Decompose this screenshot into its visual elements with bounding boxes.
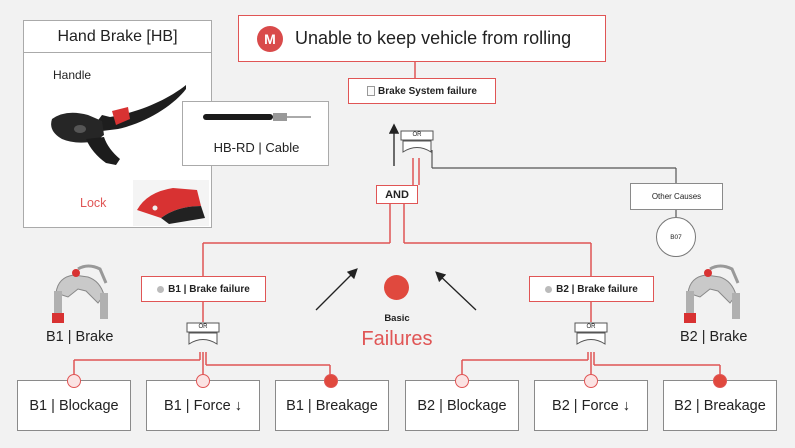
cable-image (203, 113, 311, 121)
or-gate-b2[interactable]: OR (574, 322, 608, 352)
arrow-right-diag (435, 271, 477, 311)
leaf-box[interactable]: B2 | Breakage (663, 380, 777, 431)
maintenance-badge-icon: M (257, 25, 283, 52)
or-gate-b1[interactable]: OR (186, 322, 220, 352)
event-circle-icon (67, 374, 81, 388)
basic-event-circle-icon (713, 374, 727, 388)
failures-label: Failures (361, 328, 433, 350)
event-icon (157, 285, 165, 293)
leaf-box[interactable]: B1 | Force ↓ (146, 380, 260, 431)
arrow-left-diag (315, 268, 358, 311)
badge-letter: M (264, 30, 276, 47)
hand-brake-lever-image (51, 85, 186, 165)
system-failure-box[interactable]: Brake System failure (348, 78, 496, 104)
or-gate-label: OR (412, 132, 422, 138)
or-gate-top[interactable]: OR (400, 130, 434, 160)
leaf-label: B2 | Blockage (417, 397, 507, 414)
leaf-label: B1 | Force ↓ (164, 397, 242, 414)
or-gate-label: OR (198, 324, 208, 330)
other-causes-code: B07 (670, 233, 682, 241)
or-gate-label: OR (586, 324, 596, 330)
leaf-box[interactable]: B2 | Force ↓ (534, 380, 648, 431)
b1-failure-label: B1 | Brake failure (168, 283, 250, 295)
leaf-label: B2 | Force ↓ (552, 397, 630, 414)
b1-failure-box[interactable]: B1 | Brake failure (141, 276, 266, 302)
lock-label: Lock (80, 196, 107, 210)
leaf-label: B1 | Breakage (286, 397, 378, 414)
top-event-label: Unable to keep vehicle from rolling (295, 28, 572, 48)
b2-failure-box[interactable]: B2 | Brake failure (529, 276, 654, 302)
basic-event-icon (384, 275, 409, 300)
b2-failure-label: B2 | Brake failure (556, 283, 638, 295)
document-icon (367, 86, 376, 96)
hand-brake-panel: Hand Brake [HB] Handle Lock (23, 20, 212, 228)
event-circle-icon (455, 374, 469, 388)
b2-brake-image (684, 264, 740, 323)
system-failure-label: Brake System failure (378, 85, 477, 97)
cable-box: HB-RD | Cable (182, 101, 329, 166)
hand-brake-title: Hand Brake [HB] (24, 21, 211, 53)
other-causes-box[interactable]: Other Causes (630, 183, 723, 210)
lock-photo (133, 180, 209, 226)
cable-label: HB-RD | Cable (213, 140, 300, 155)
and-gate[interactable]: AND (376, 185, 418, 204)
event-icon (545, 285, 553, 293)
and-gate-label: AND (385, 188, 409, 201)
top-event-box[interactable]: M Unable to keep vehicle from rolling (238, 15, 606, 62)
other-causes-label: Other Causes (651, 192, 702, 201)
event-circle-icon (196, 374, 210, 388)
leaf-label: B2 | Breakage (674, 397, 766, 414)
basic-label: Basic (384, 313, 410, 324)
basic-event-circle-icon (324, 374, 338, 388)
b2-brake-label: B2 | Brake (680, 329, 748, 345)
leaf-label: B1 | Blockage (29, 397, 119, 414)
handle-label: Handle (53, 68, 92, 82)
b1-brake-image (52, 264, 108, 323)
b1-brake-label: B1 | Brake (46, 329, 114, 345)
leaf-box[interactable]: B1 | Blockage (17, 380, 131, 431)
leaf-box[interactable]: B1 | Breakage (275, 380, 389, 431)
event-circle-icon (584, 374, 598, 388)
other-causes-circle[interactable]: B07 (656, 217, 696, 257)
